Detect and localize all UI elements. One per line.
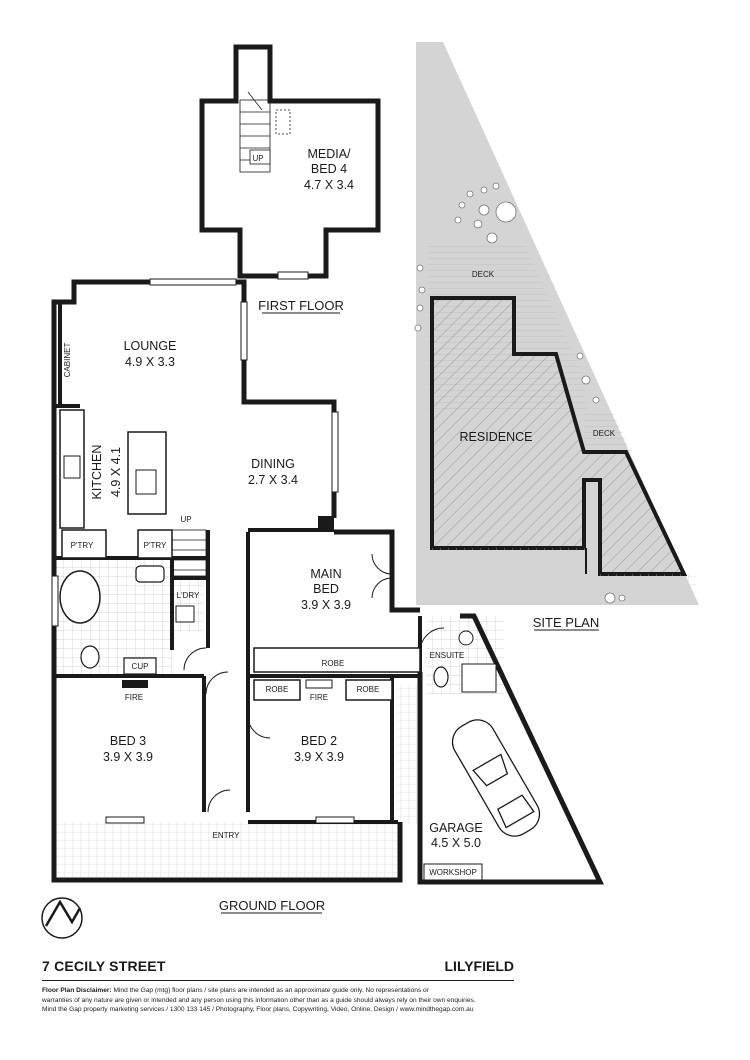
- site-plan: RESIDENCE DECK DECK SITE PLAN: [414, 42, 699, 631]
- lounge-size: 4.9 X 3.3: [125, 355, 175, 369]
- site-plan-label: SITE PLAN: [533, 615, 599, 630]
- bed2-label: BED 2: [301, 734, 337, 748]
- property-address: 7 CECILY STREET: [42, 958, 166, 974]
- toilet-ensuite: [433, 666, 449, 688]
- deck-label-2: DECK: [593, 429, 616, 438]
- bathtub: [59, 570, 101, 624]
- lounge-label: LOUNGE: [124, 339, 177, 353]
- outer-wall-bedroom-side: [334, 529, 420, 613]
- residence-label: RESIDENCE: [460, 430, 533, 444]
- robe-label-1: ROBE: [266, 685, 289, 694]
- deck-label-1: DECK: [472, 270, 495, 279]
- laundry-tiles: [172, 578, 204, 632]
- media-size: 4.7 X 3.4: [304, 178, 354, 192]
- property-suburb: LILYFIELD: [444, 958, 515, 974]
- car-outline: [451, 719, 541, 837]
- first-floor-plan: UP MEDIA/ BED 4 4.7 X 3.4 FIRST FLOOR: [199, 44, 381, 314]
- fire-label-2: FIRE: [310, 693, 328, 702]
- bed3-size: 3.9 X 3.9: [103, 750, 153, 764]
- front-path: [432, 548, 586, 574]
- main-bed-label-1: MAIN: [310, 567, 341, 581]
- stair-ground-floor: [171, 529, 207, 577]
- main-bed-size: 3.9 X 3.9: [301, 598, 351, 612]
- entry-paving: [56, 822, 398, 878]
- bed2-size: 3.9 X 3.9: [294, 750, 344, 764]
- disclaimer-title: Floor Plan Disclaimer:: [42, 987, 112, 994]
- toilet-bathroom: [80, 645, 100, 669]
- kitchen-label: KITCHEN: [90, 445, 104, 500]
- ground-floor-plan: LOUNGE 4.9 X 3.3 CABINET KITCHEN 4.9 X 4…: [41, 278, 604, 939]
- north-compass-icon: [41, 897, 83, 939]
- fire-label-1: FIRE: [125, 693, 143, 702]
- robe-label-2: ROBE: [357, 685, 380, 694]
- outer-wall-main: [51, 279, 403, 883]
- footer-divider: [42, 980, 514, 981]
- laundry-label: L'DRY: [177, 591, 200, 600]
- side-deck: [584, 410, 632, 452]
- bed3-label: BED 3: [110, 734, 146, 748]
- kitchen-sink: [135, 469, 157, 495]
- cabinet-label: CABINET: [63, 343, 72, 378]
- ensuite-label: ENSUITE: [430, 651, 465, 660]
- entry-label: ENTRY: [213, 831, 241, 840]
- robe-main-label: ROBE: [322, 659, 345, 668]
- garage-size: 4.5 X 5.0: [431, 836, 481, 850]
- ground-floor-label: GROUND FLOOR: [219, 898, 325, 913]
- floor-plan-disclaimer: Floor Plan Disclaimer: Mind the Gap (mtg…: [42, 986, 516, 1015]
- disclaimer-line-1: Mind the Gap (mtg) floor plans / site pl…: [113, 987, 429, 994]
- stair-up-label-1: UP: [252, 154, 263, 163]
- media-label-2: BED 4: [311, 162, 347, 176]
- garage-label: GARAGE: [429, 821, 483, 835]
- stair-up-label-2: UP: [180, 515, 191, 524]
- dining-size: 2.7 X 3.4: [248, 473, 298, 487]
- cupboard-label: CUP: [132, 662, 149, 671]
- dining-label: DINING: [251, 457, 295, 471]
- kitchen-size: 4.9 X 4.1: [109, 447, 123, 497]
- side-path: [398, 684, 420, 824]
- first-floor-walls: [199, 44, 381, 279]
- pantry-label-1: P'TRY: [71, 541, 94, 550]
- garden-plants: [414, 182, 626, 604]
- pantry-label-2: P'TRY: [144, 541, 167, 550]
- workshop-label: WORKSHOP: [429, 868, 477, 877]
- media-label-1: MEDIA/: [307, 147, 351, 161]
- main-bed-label-2: BED: [313, 582, 339, 596]
- outer-wall-ensuite: [417, 613, 604, 885]
- disclaimer-line-3: Mind the Gap property marketing services…: [42, 1006, 474, 1013]
- disclaimer-line-2: warranties of any nature are given or in…: [42, 996, 476, 1004]
- cooktop: [63, 455, 81, 479]
- first-floor-label: FIRST FLOOR: [258, 298, 344, 313]
